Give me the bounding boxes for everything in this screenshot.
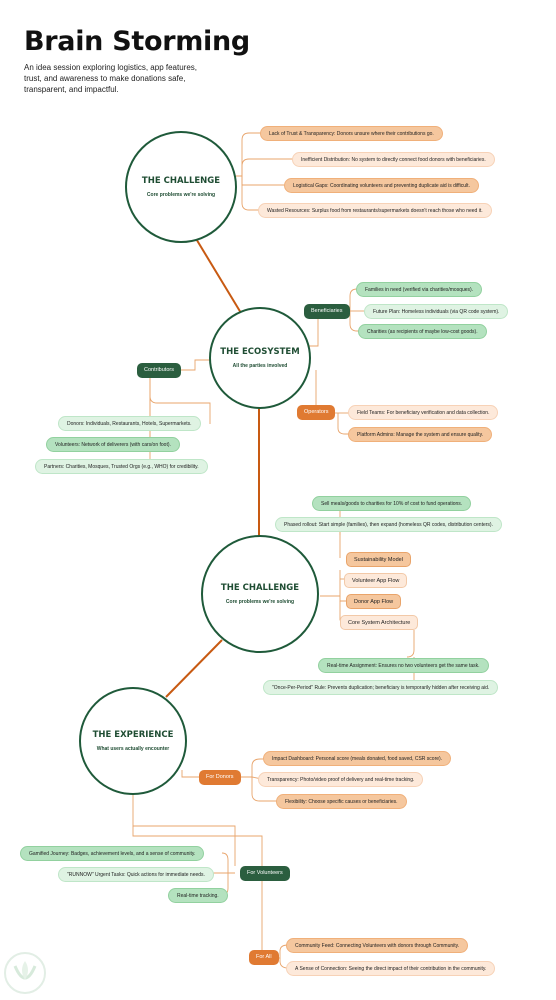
ecosystem-title: THE ECOSYSTEM <box>220 347 300 357</box>
challenge-item-waste: Wasted Resources: Surplus food from rest… <box>258 203 492 218</box>
contributor-item-volunteers: Volunteers: Network of deliverers (with … <box>46 437 180 452</box>
volunteer-app-flow-hub: Volunteer App Flow <box>344 573 408 588</box>
beneficiary-item-charities: Charities (as recipients of maybe low-co… <box>358 324 487 339</box>
donor-item-impact-dashboard: Impact Dashboard: Personal score (meals … <box>263 751 452 766</box>
challenge-title: THE CHALLENGE <box>141 176 221 186</box>
challenge2-title: THE CHALLENGE <box>220 583 300 593</box>
volunteer-item-gamified: Gamified Journey: Badges, achievement le… <box>20 846 205 861</box>
architecture-item-assignment: Real-time Assignment: Ensures no two vol… <box>318 658 489 673</box>
volunteer-item-runnow: "RUNNOW" Urgent Tasks: Quick actions for… <box>58 867 214 882</box>
donor-item-flexibility: Flexibility: Choose specific causes or b… <box>276 794 407 809</box>
challenge-circle: THE CHALLENGE Core problems we're solvin… <box>125 131 237 243</box>
contributors-hub: Contributors <box>137 363 181 378</box>
architecture-item-once-per-period: "Once-Per-Period" Rule: Prevents duplica… <box>263 680 499 695</box>
sustainability-model-hub: Sustainability Model <box>346 552 411 567</box>
page-description: An idea session exploring logistics, app… <box>24 63 197 94</box>
operator-item-field-teams: Field Teams: For beneficiary verificatio… <box>348 405 499 420</box>
contributor-item-donors: Donors: Individuals, Restaurants, Hotels… <box>58 416 201 431</box>
challenge2-circle: THE CHALLENGE Core problems we're solvin… <box>201 535 319 653</box>
beneficiaries-hub: Beneficiaries <box>304 304 350 319</box>
operators-hub: Operators <box>297 405 336 420</box>
ecosystem-circle: THE ECOSYSTEM All the parties involved <box>209 307 311 409</box>
operator-item-admins: Platform Admins: Manage the system and e… <box>348 427 493 442</box>
contributor-item-partners: Partners: Charities, Mosques, Trusted Or… <box>35 459 208 474</box>
challenge-item-trust: Lack of Trust & Transparency: Donors uns… <box>260 126 443 141</box>
for-volunteers-hub: For Volunteers <box>240 866 290 881</box>
beneficiary-item-families: Families in need (verified via charities… <box>356 282 483 297</box>
ecosystem-subtitle: All the parties involved <box>232 363 288 369</box>
donor-app-flow-hub: Donor App Flow <box>346 594 402 609</box>
challenge-item-distribution: Inefficient Distribution: No system to d… <box>292 152 495 167</box>
challenge-subtitle: Core problems we're solving <box>146 192 216 198</box>
experience-title: THE EXPERIENCE <box>92 730 174 740</box>
all-item-community-feed: Community Feed: Connecting Volunteers wi… <box>286 938 469 953</box>
challenge-item-logistics: Logistical Gaps: Coordinating volunteers… <box>284 178 479 193</box>
page-title: Brain Storming <box>24 26 250 57</box>
donor-item-transparency: Transparency: Photo/video proof of deliv… <box>258 772 424 787</box>
experience-circle: THE EXPERIENCE What users actually encou… <box>79 687 187 795</box>
challenge2-subtitle: Core problems we're solving <box>225 599 295 605</box>
beneficiary-item-homeless: Future Plan: Homeless individuals (via Q… <box>364 304 509 319</box>
core-system-architecture-hub: Core System Architecture <box>340 615 419 630</box>
for-donors-hub: For Donors <box>199 770 241 785</box>
experience-subtitle: What users actually encounter <box>96 746 170 752</box>
sustainability-item-sell: Sell meals/goods to charities for 10% of… <box>312 496 472 511</box>
all-item-connection: A Sense of Connection: Seeing the direct… <box>286 961 496 976</box>
for-all-hub: For All <box>249 950 279 965</box>
logo-watermark-icon <box>4 952 46 994</box>
sustainability-item-rollout: Phased rollout: Start simple (families),… <box>275 517 502 532</box>
volunteer-item-tracking: Real-time tracking. <box>168 888 228 903</box>
